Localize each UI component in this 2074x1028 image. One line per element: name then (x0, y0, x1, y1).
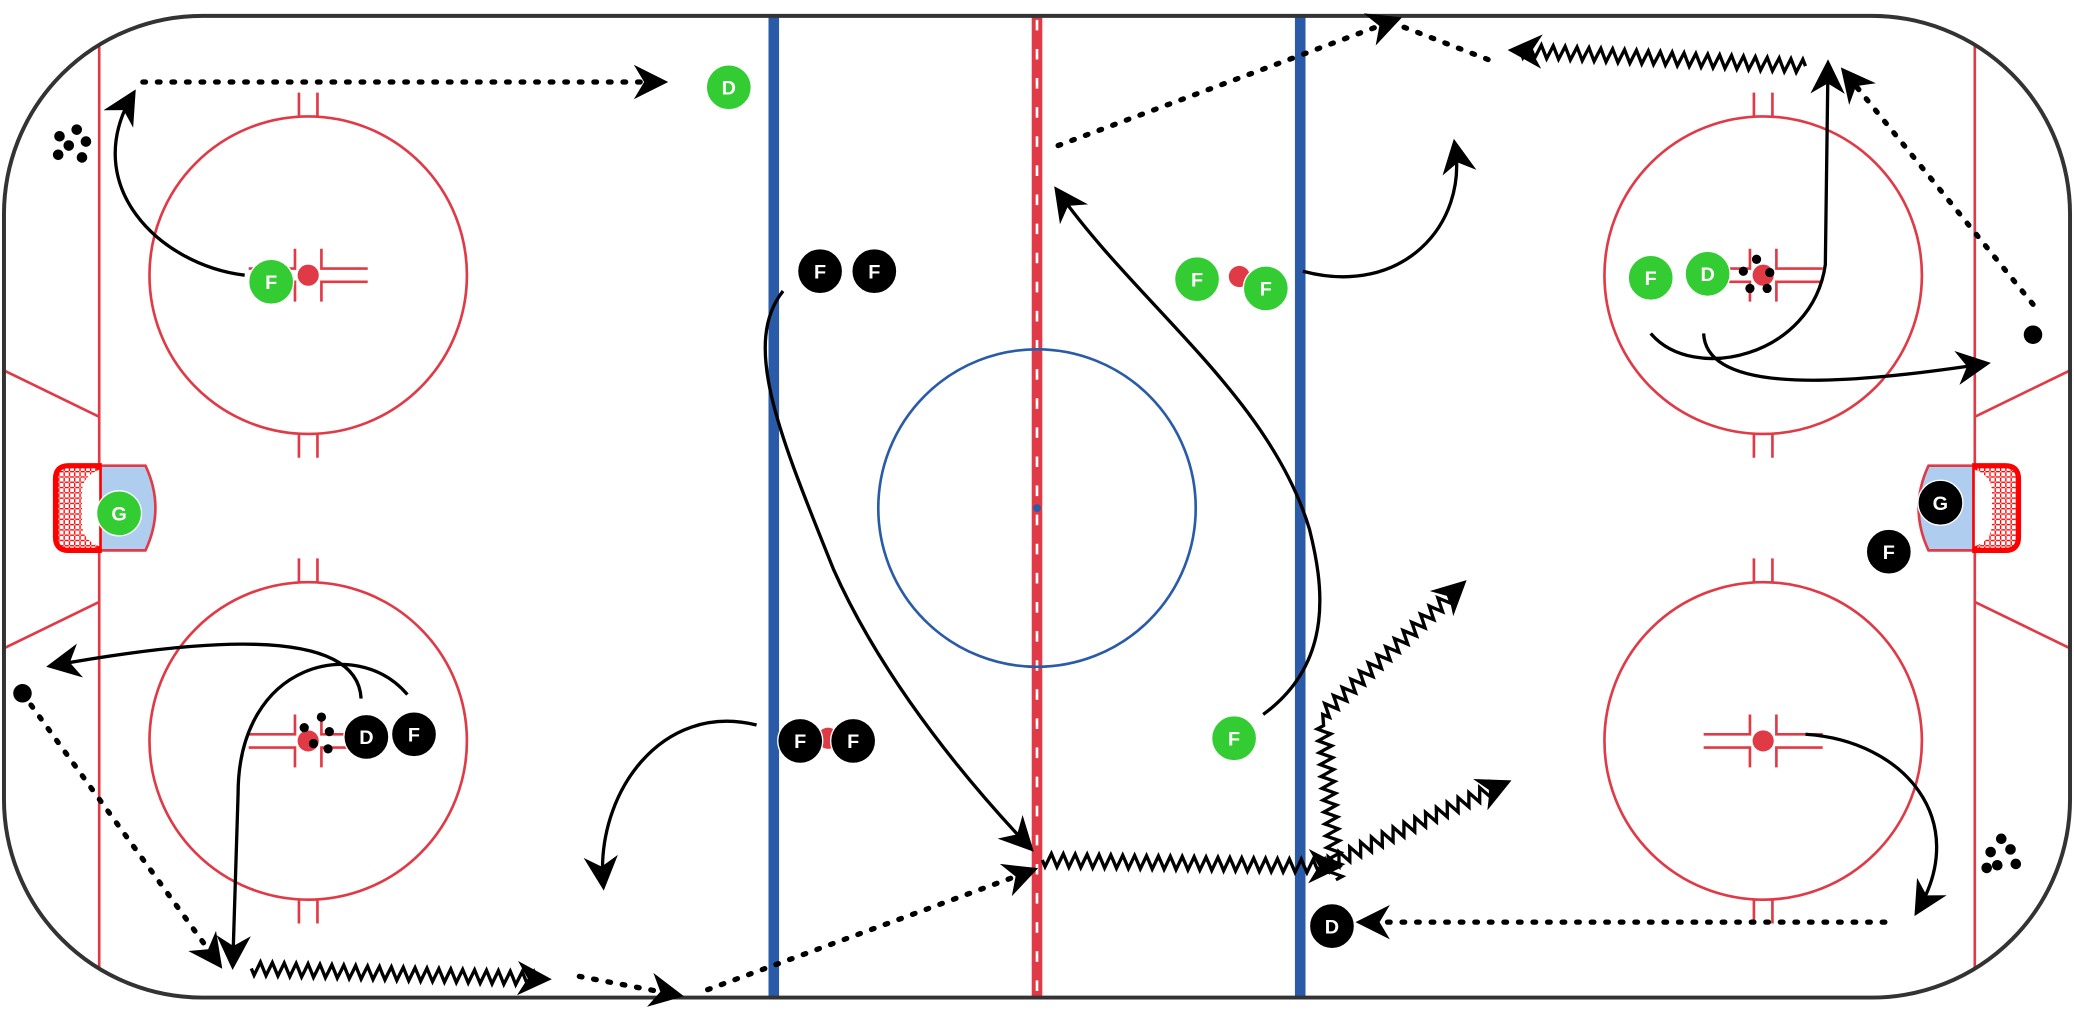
player-black-f: F (390, 711, 438, 758)
player-label: D (1325, 916, 1339, 938)
skate-path (1649, 59, 1845, 361)
player-token (1308, 902, 1356, 950)
drill-paths (19, 13, 2036, 1007)
player-black-f: F (777, 717, 824, 765)
player-black-d: D (343, 713, 390, 761)
pass-path (705, 863, 1039, 993)
skate-path (46, 642, 363, 699)
skate-with-puck-path (1507, 34, 1808, 77)
faceoff-circle (148, 92, 469, 458)
player-token (248, 258, 295, 305)
player-token (1173, 256, 1221, 303)
faceoff-circle (1603, 92, 1924, 458)
skate-path (216, 662, 409, 971)
player-token (95, 490, 143, 537)
player-black-g: G (1917, 479, 1964, 526)
player-black-f: F (851, 248, 898, 295)
player-green-d: D (705, 64, 752, 111)
pass-path (1840, 67, 2036, 307)
pass-path (19, 690, 223, 969)
player-label: G (1933, 493, 1948, 515)
skate-with-puck-path (1321, 779, 1512, 876)
rink-boards (1, 13, 2073, 1000)
pass-path (1399, 23, 1491, 63)
skate-path (1302, 138, 1477, 279)
player-label: F (408, 725, 420, 747)
skate-with-puck-path (1313, 580, 1467, 882)
player-token (796, 248, 844, 295)
player-label: F (265, 272, 277, 294)
player-label: D (722, 78, 736, 100)
skate-with-puck-path (249, 958, 552, 996)
player-green-f: F (1242, 265, 1289, 312)
player-green-f: F (248, 258, 295, 305)
pass-path (576, 972, 684, 1007)
faceoff-circle (1603, 558, 1924, 924)
player-token (390, 711, 438, 758)
player-label: F (1260, 279, 1272, 301)
player-token (777, 717, 824, 765)
blue-line-left (768, 15, 780, 998)
player-token (1684, 250, 1731, 298)
player-black-f: F (1865, 528, 1912, 575)
faceoff-circle (148, 558, 469, 924)
faceoff-circles (148, 92, 1924, 924)
skate-path (1701, 333, 1991, 385)
player-token (1917, 479, 1964, 526)
player-green-g: G (95, 490, 143, 537)
player-label: F (868, 262, 880, 284)
skate-path (1054, 186, 1322, 716)
skate-with-puck-path (1040, 848, 1343, 884)
player-label: D (1700, 264, 1714, 286)
skate-path (1805, 732, 1947, 917)
player-label: F (814, 262, 826, 284)
player-label: F (1645, 268, 1657, 290)
player-label: F (1883, 542, 1895, 564)
player-token (1242, 265, 1289, 312)
skate-path (583, 719, 757, 891)
rink-markings (3, 15, 2071, 998)
player-green-f: F (1210, 715, 1258, 762)
center-dot (1033, 504, 1041, 513)
player-green-d: D (1684, 250, 1731, 298)
player-green-f: F (1173, 256, 1221, 303)
player-token (829, 717, 877, 765)
pucks (13, 124, 2043, 874)
pass-path (1055, 13, 1402, 149)
player-label: D (359, 727, 373, 749)
player-label: F (1228, 729, 1240, 751)
player-label: F (794, 731, 806, 753)
player-label: F (847, 731, 859, 753)
skate-path (763, 290, 1034, 852)
player-token (1627, 254, 1674, 301)
trapezoid-lines (3, 369, 2071, 650)
player-token (343, 713, 390, 761)
players: D F G F F F D F F F F F D F G F D (95, 64, 1964, 950)
player-label: G (111, 504, 126, 526)
player-token (1865, 528, 1912, 575)
player-green-f: F (1627, 254, 1674, 301)
player-black-d: D (1308, 902, 1356, 950)
player-token (1210, 715, 1258, 762)
player-black-f: F (796, 248, 844, 295)
player-black-f: F (829, 717, 877, 765)
player-token (851, 248, 898, 295)
skate-path (103, 89, 245, 277)
player-label: F (1191, 269, 1203, 291)
player-token (705, 64, 752, 111)
center-circle (876, 347, 1198, 669)
